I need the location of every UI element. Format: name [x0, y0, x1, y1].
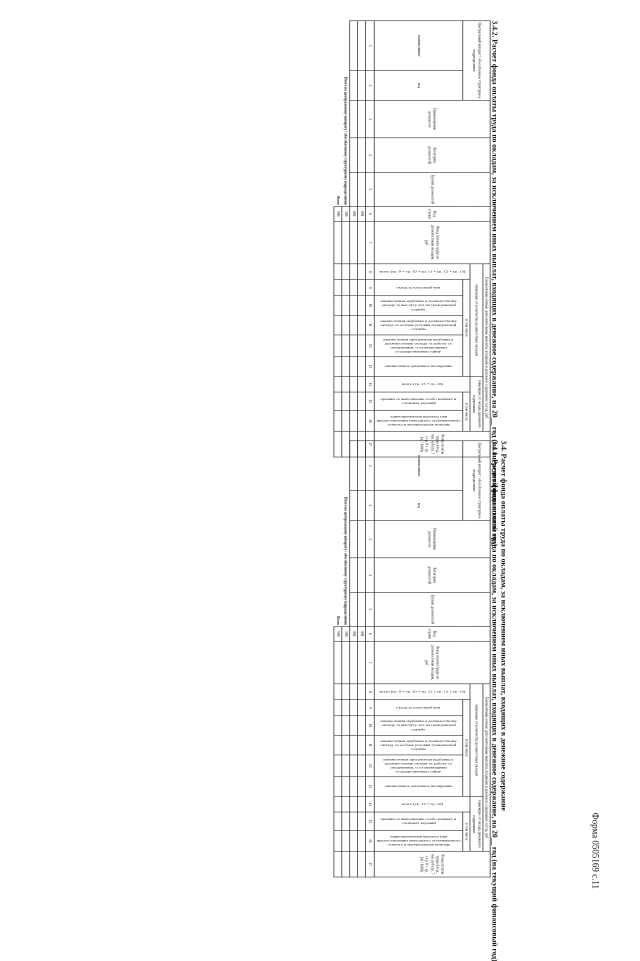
hdr-c9: оклад за классный чин [396, 705, 440, 710]
hdr-unit-name: наименование [373, 440, 463, 491]
col-num: 8 [365, 683, 374, 700]
section-title: 3.4. Расчет фонда оплаты труда по оклада… [499, 440, 508, 811]
hdr-position: Наименование должности [373, 519, 490, 558]
col-num: 1 [365, 440, 374, 491]
hdr-total-b: всего (гр. 15 + гр. 16) [401, 801, 443, 806]
rotated-sheet: Форма 0505169 с.11 3.4. Расчет фонда опл… [333, 440, 600, 961]
row-code: 001 [357, 625, 366, 641]
hdr-category: Категория должностей [373, 557, 490, 592]
hdr-dep-salary: зависящие от оклада денежного содержания [469, 795, 483, 851]
column-numbers-row: 1 2 3 4 5 6 7 8 9 10 11 12 13 14 15 16 1… [365, 440, 374, 877]
hdr-c13: ежемесячное денежное поощрение [384, 783, 452, 788]
hdr-group: Группа должностей [373, 591, 490, 626]
total-label: Итого по центральному аппарату / обособл… [341, 440, 350, 626]
hdr-c16: единовременная выплата при предоставлени… [376, 834, 461, 847]
hdr-fund-total: Фонд оплаты труда в год, тыс руб (гр. 7 … [373, 850, 490, 877]
total-row-unit: Итого по центральному аппарату / обособл… [341, 440, 350, 877]
table-row: 002 [349, 440, 358, 877]
col-num: 3 [365, 519, 374, 558]
col-num: 12 [365, 754, 374, 777]
hdr-c10: ежемесячная надбавка к должностному окла… [379, 718, 457, 731]
hdr-incl-a: в том числе [462, 699, 470, 796]
hdr-incl-b: в том числе [462, 811, 470, 851]
table-row: 001 [357, 440, 366, 877]
hdr-dep-positions: зависящие от количества должностных окла… [469, 683, 483, 796]
hdr-c15: премии за выполнение особо важных и слож… [380, 816, 457, 825]
col-num: 2 [365, 490, 374, 520]
document-page: Форма 0505169 с.11 3.4. Расчет фонда опл… [333, 440, 600, 961]
table1-subtitle: 3.4.1. Расчет фонда оплаты труда по окла… [490, 440, 499, 961]
table-current-year: Центральный аппарат / обособленное струк… [333, 440, 490, 877]
col-num: 7 [365, 640, 374, 684]
hdr-row-code: Код строки [373, 625, 490, 641]
row-code: 002 [349, 625, 358, 641]
hdr-total-a: всего (гр. 9 + гр. 10 + гр. 11 + гр. 12 … [378, 689, 465, 694]
grand-total-code: 900 [333, 625, 342, 641]
hdr-c11: ежемесячная надбавка к должностному окла… [379, 738, 457, 751]
grand-total-label: Всего [333, 440, 342, 626]
col-num: 4 [365, 557, 374, 592]
col-num: 14 [365, 795, 374, 812]
col-num: 11 [365, 734, 374, 755]
total-code: 100 [341, 625, 350, 641]
hdr-unit: Центральный аппарат / обособленное струк… [462, 440, 490, 520]
col-num: 17 [365, 850, 374, 877]
col-num: 6 [365, 625, 374, 641]
hdr-unit-code: код [373, 490, 463, 520]
col-num: 13 [365, 776, 374, 796]
col-num: 15 [365, 811, 374, 830]
col-num: 5 [365, 591, 374, 626]
hdr-fund-salaries: Фонд оплаты труда по должностным окладам… [373, 640, 490, 684]
hdr-payments: Ежемесячные и иные дополнительные выплат… [482, 683, 490, 851]
total-row-all: Всего 900 [333, 440, 342, 877]
form-code: Форма 0505169 с.11 [590, 812, 600, 889]
hdr-c12: ежемесячная процентная надбавка к должно… [382, 757, 454, 774]
col-num: 16 [365, 829, 374, 851]
col-num: 9 [365, 699, 374, 716]
col-num: 10 [365, 715, 374, 735]
